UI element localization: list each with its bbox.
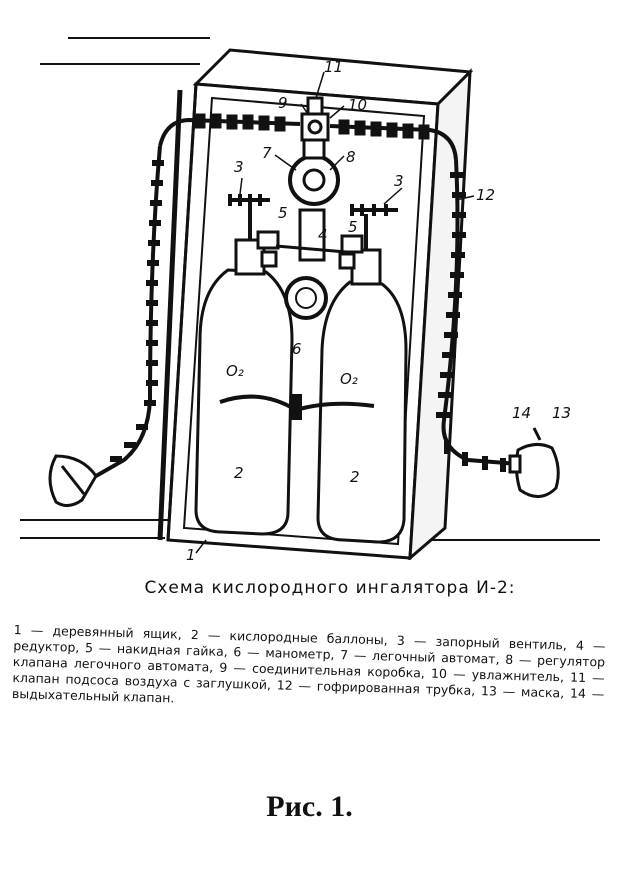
tube-rings-left — [110, 160, 164, 462]
leader-lines — [195, 71, 475, 554]
inhaler-diagram: 1 2 2 3 3 4 5 5 6 7 8 9 10 11 12 13 14 O… — [20, 37, 600, 560]
label-3-left: 3 — [234, 158, 244, 176]
label-2-left: 2 — [234, 464, 244, 482]
mask-left — [48, 454, 98, 507]
label-6: 6 — [292, 340, 302, 358]
figure-number: Рис. 1. — [266, 790, 353, 823]
oxygen-cylinder-left — [194, 238, 294, 536]
label-5-left: 5 — [278, 204, 288, 222]
label-2-right: 2 — [350, 468, 360, 486]
label-9: 9 — [278, 94, 288, 112]
lung-automat — [288, 138, 340, 206]
shutoff-valve-right — [350, 204, 398, 250]
figure-legend: 1 — деревянный ящик, 2 — кислородные бал… — [11, 622, 606, 706]
label-1: 1 — [186, 546, 196, 560]
label-o2-right: O₂ — [340, 370, 358, 388]
label-7: 7 — [262, 144, 272, 162]
label-4: 4 — [318, 226, 328, 244]
label-14: 14 — [512, 404, 531, 422]
oxygen-cylinder-right — [316, 248, 408, 544]
label-3-right: 3 — [394, 172, 404, 190]
label-8: 8 — [346, 148, 356, 166]
background-wall — [20, 37, 600, 541]
reducer — [275, 208, 347, 262]
label-o2-left: O₂ — [226, 362, 244, 380]
label-11: 11 — [324, 58, 343, 76]
pressure-gauge — [284, 276, 328, 320]
label-10: 10 — [348, 96, 367, 114]
label-13: 13 — [552, 404, 571, 422]
shutoff-valve-left — [228, 194, 270, 240]
corrugated-tube-top — [158, 117, 458, 161]
label-12: 12 — [476, 186, 495, 204]
tube-rings-top — [194, 113, 430, 140]
junction-box — [300, 96, 330, 142]
corrugated-tube-left — [95, 145, 162, 478]
union-nuts — [256, 230, 364, 270]
pipe-fitting — [290, 394, 302, 420]
label-5-right: 5 — [348, 218, 358, 236]
figure-caption: Схема кислородного ингалятора И-2: — [144, 578, 516, 598]
tube-rings-right — [436, 172, 506, 472]
mask-right — [508, 427, 560, 498]
